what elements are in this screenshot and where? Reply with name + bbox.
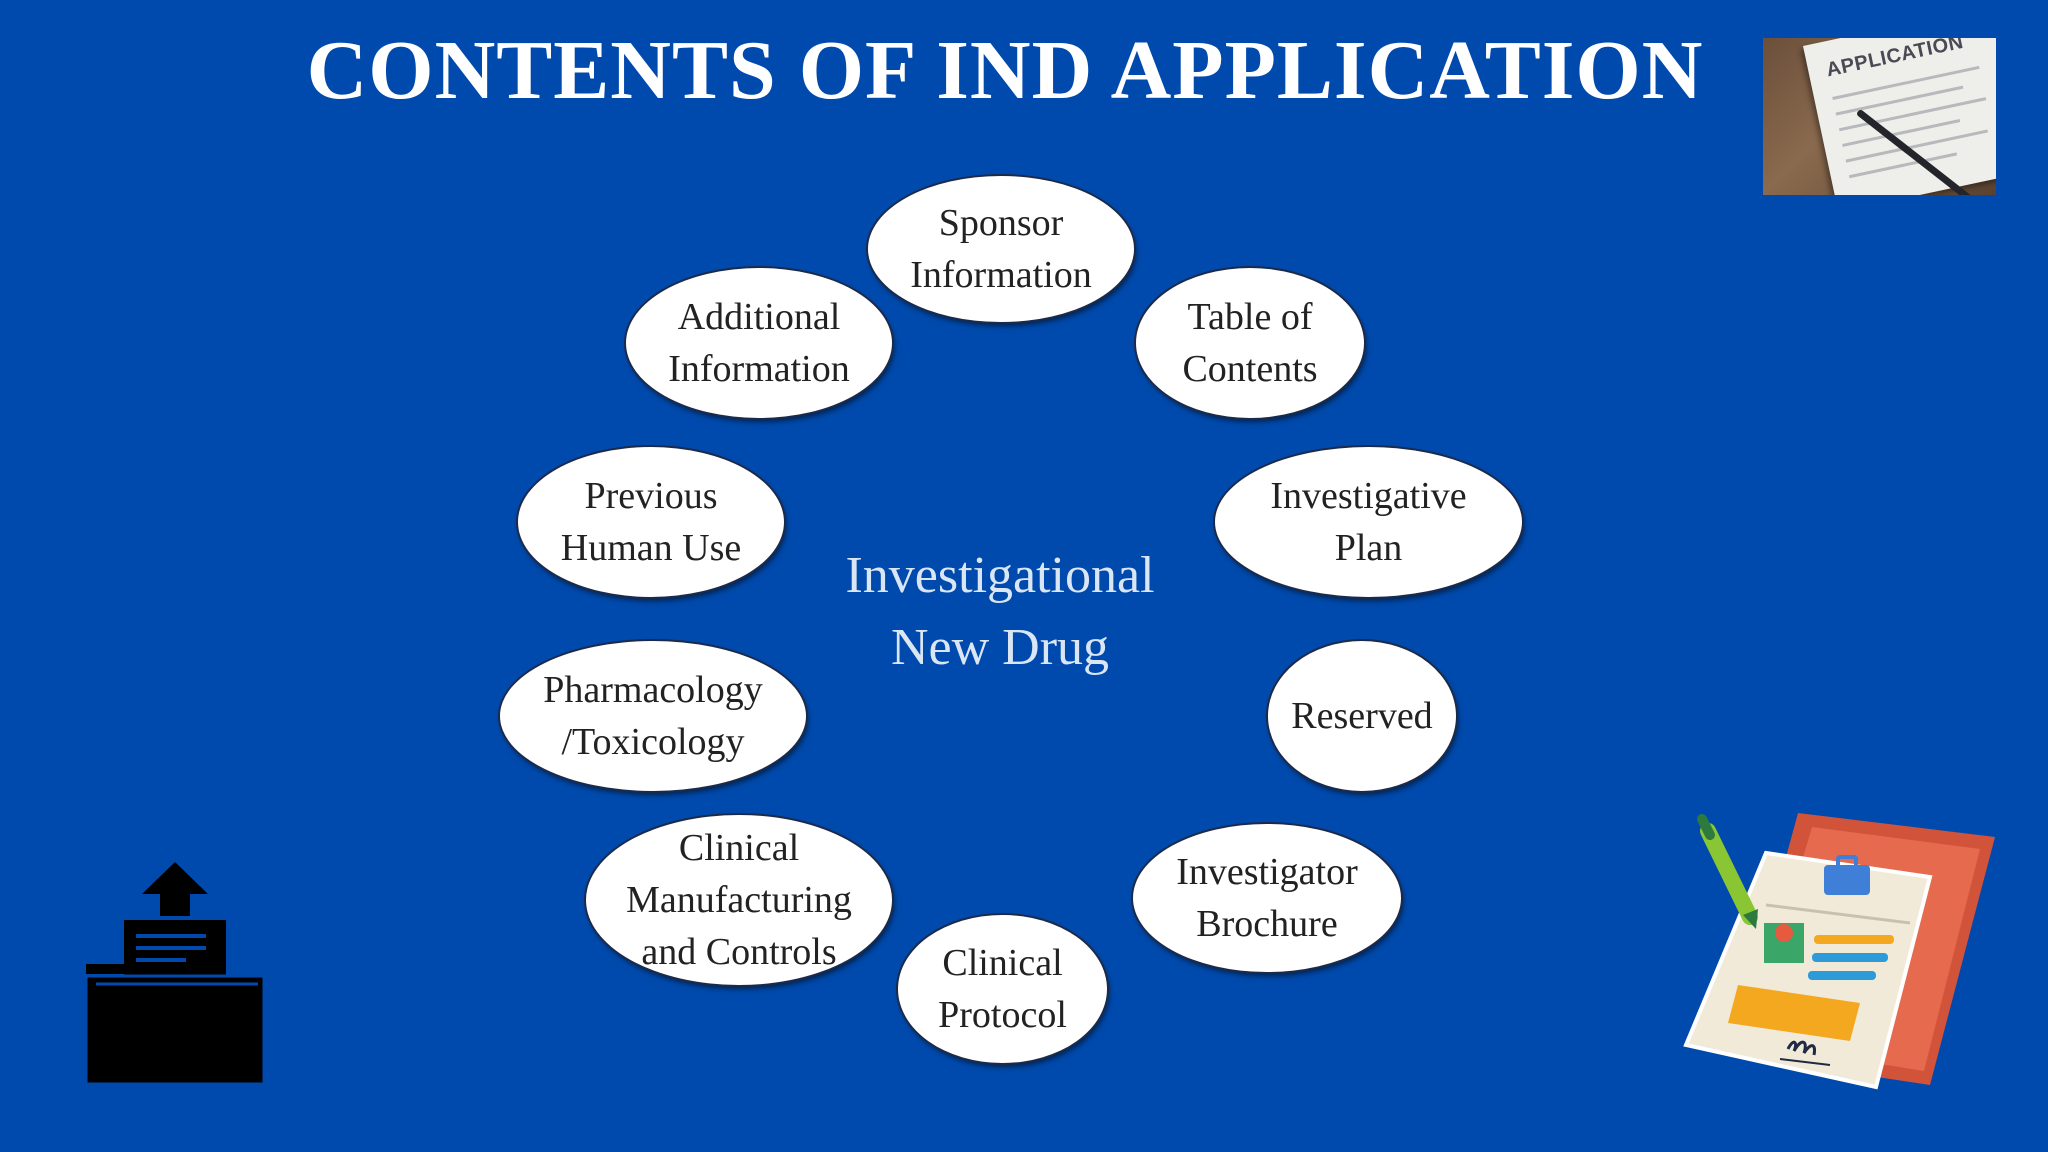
node-label-line: Previous bbox=[584, 475, 718, 517]
node-label-line: Information bbox=[668, 348, 850, 390]
node-pharmacology-toxicology: Pharmacology /Toxicology bbox=[500, 641, 806, 791]
node-clinical-manufacturing-and-controls: Clinical Manufacturing and Controls bbox=[586, 815, 892, 985]
node-label-line: Contents bbox=[1182, 348, 1318, 390]
center-label-line: Investigational bbox=[845, 547, 1155, 604]
application-form-paper: APPLICATION bbox=[1803, 38, 1996, 195]
node-previous-human-use: Previous Human Use bbox=[518, 447, 784, 597]
node-label-line: Additional bbox=[677, 296, 841, 338]
node-sponsor-information: Sponsor Information bbox=[868, 176, 1134, 322]
node-label-line: Pharmacology bbox=[543, 669, 763, 711]
application-form-photo: APPLICATION bbox=[1763, 38, 1996, 195]
node-label-line: Table of bbox=[1187, 296, 1313, 338]
node-label-line: Investigative bbox=[1270, 475, 1467, 517]
node-table-of-contents: Table of Contents bbox=[1136, 268, 1364, 418]
node-label-line: Clinical bbox=[942, 942, 1063, 984]
node-label-line: Sponsor bbox=[938, 202, 1064, 244]
node-label-line: Plan bbox=[1334, 527, 1403, 569]
documents-pen-icon bbox=[1683, 813, 1995, 1090]
node-label-line: Investigator bbox=[1176, 851, 1358, 893]
page-title: CONTENTS OF IND APPLICATION bbox=[306, 24, 1704, 117]
node-additional-information: Additional Information bbox=[626, 268, 892, 418]
node-label-line: Brochure bbox=[1196, 903, 1338, 945]
folder-upload-icon bbox=[84, 862, 266, 1086]
node-investigative-plan: Investigative Plan bbox=[1215, 447, 1522, 597]
node-label-line: Reserved bbox=[1291, 695, 1433, 737]
node-label-line: Clinical bbox=[678, 827, 800, 869]
node-label-line: Information bbox=[910, 254, 1092, 296]
center-label-line: New Drug bbox=[890, 619, 1110, 676]
node-label-line: /Toxicology bbox=[561, 721, 745, 763]
node-label-line: Protocol bbox=[938, 994, 1067, 1036]
diagram-center-label: Investigational New Drug bbox=[780, 540, 1220, 684]
node-label-line: Manufacturing bbox=[626, 879, 852, 921]
node-reserved: Reserved bbox=[1268, 641, 1456, 791]
node-label-line: Human Use bbox=[560, 527, 742, 569]
form-line bbox=[1835, 85, 1964, 116]
node-investigator-brochure: Investigator Brochure bbox=[1133, 824, 1401, 972]
node-clinical-protocol: Clinical Protocol bbox=[898, 915, 1107, 1063]
node-label-line: and Controls bbox=[641, 931, 837, 973]
